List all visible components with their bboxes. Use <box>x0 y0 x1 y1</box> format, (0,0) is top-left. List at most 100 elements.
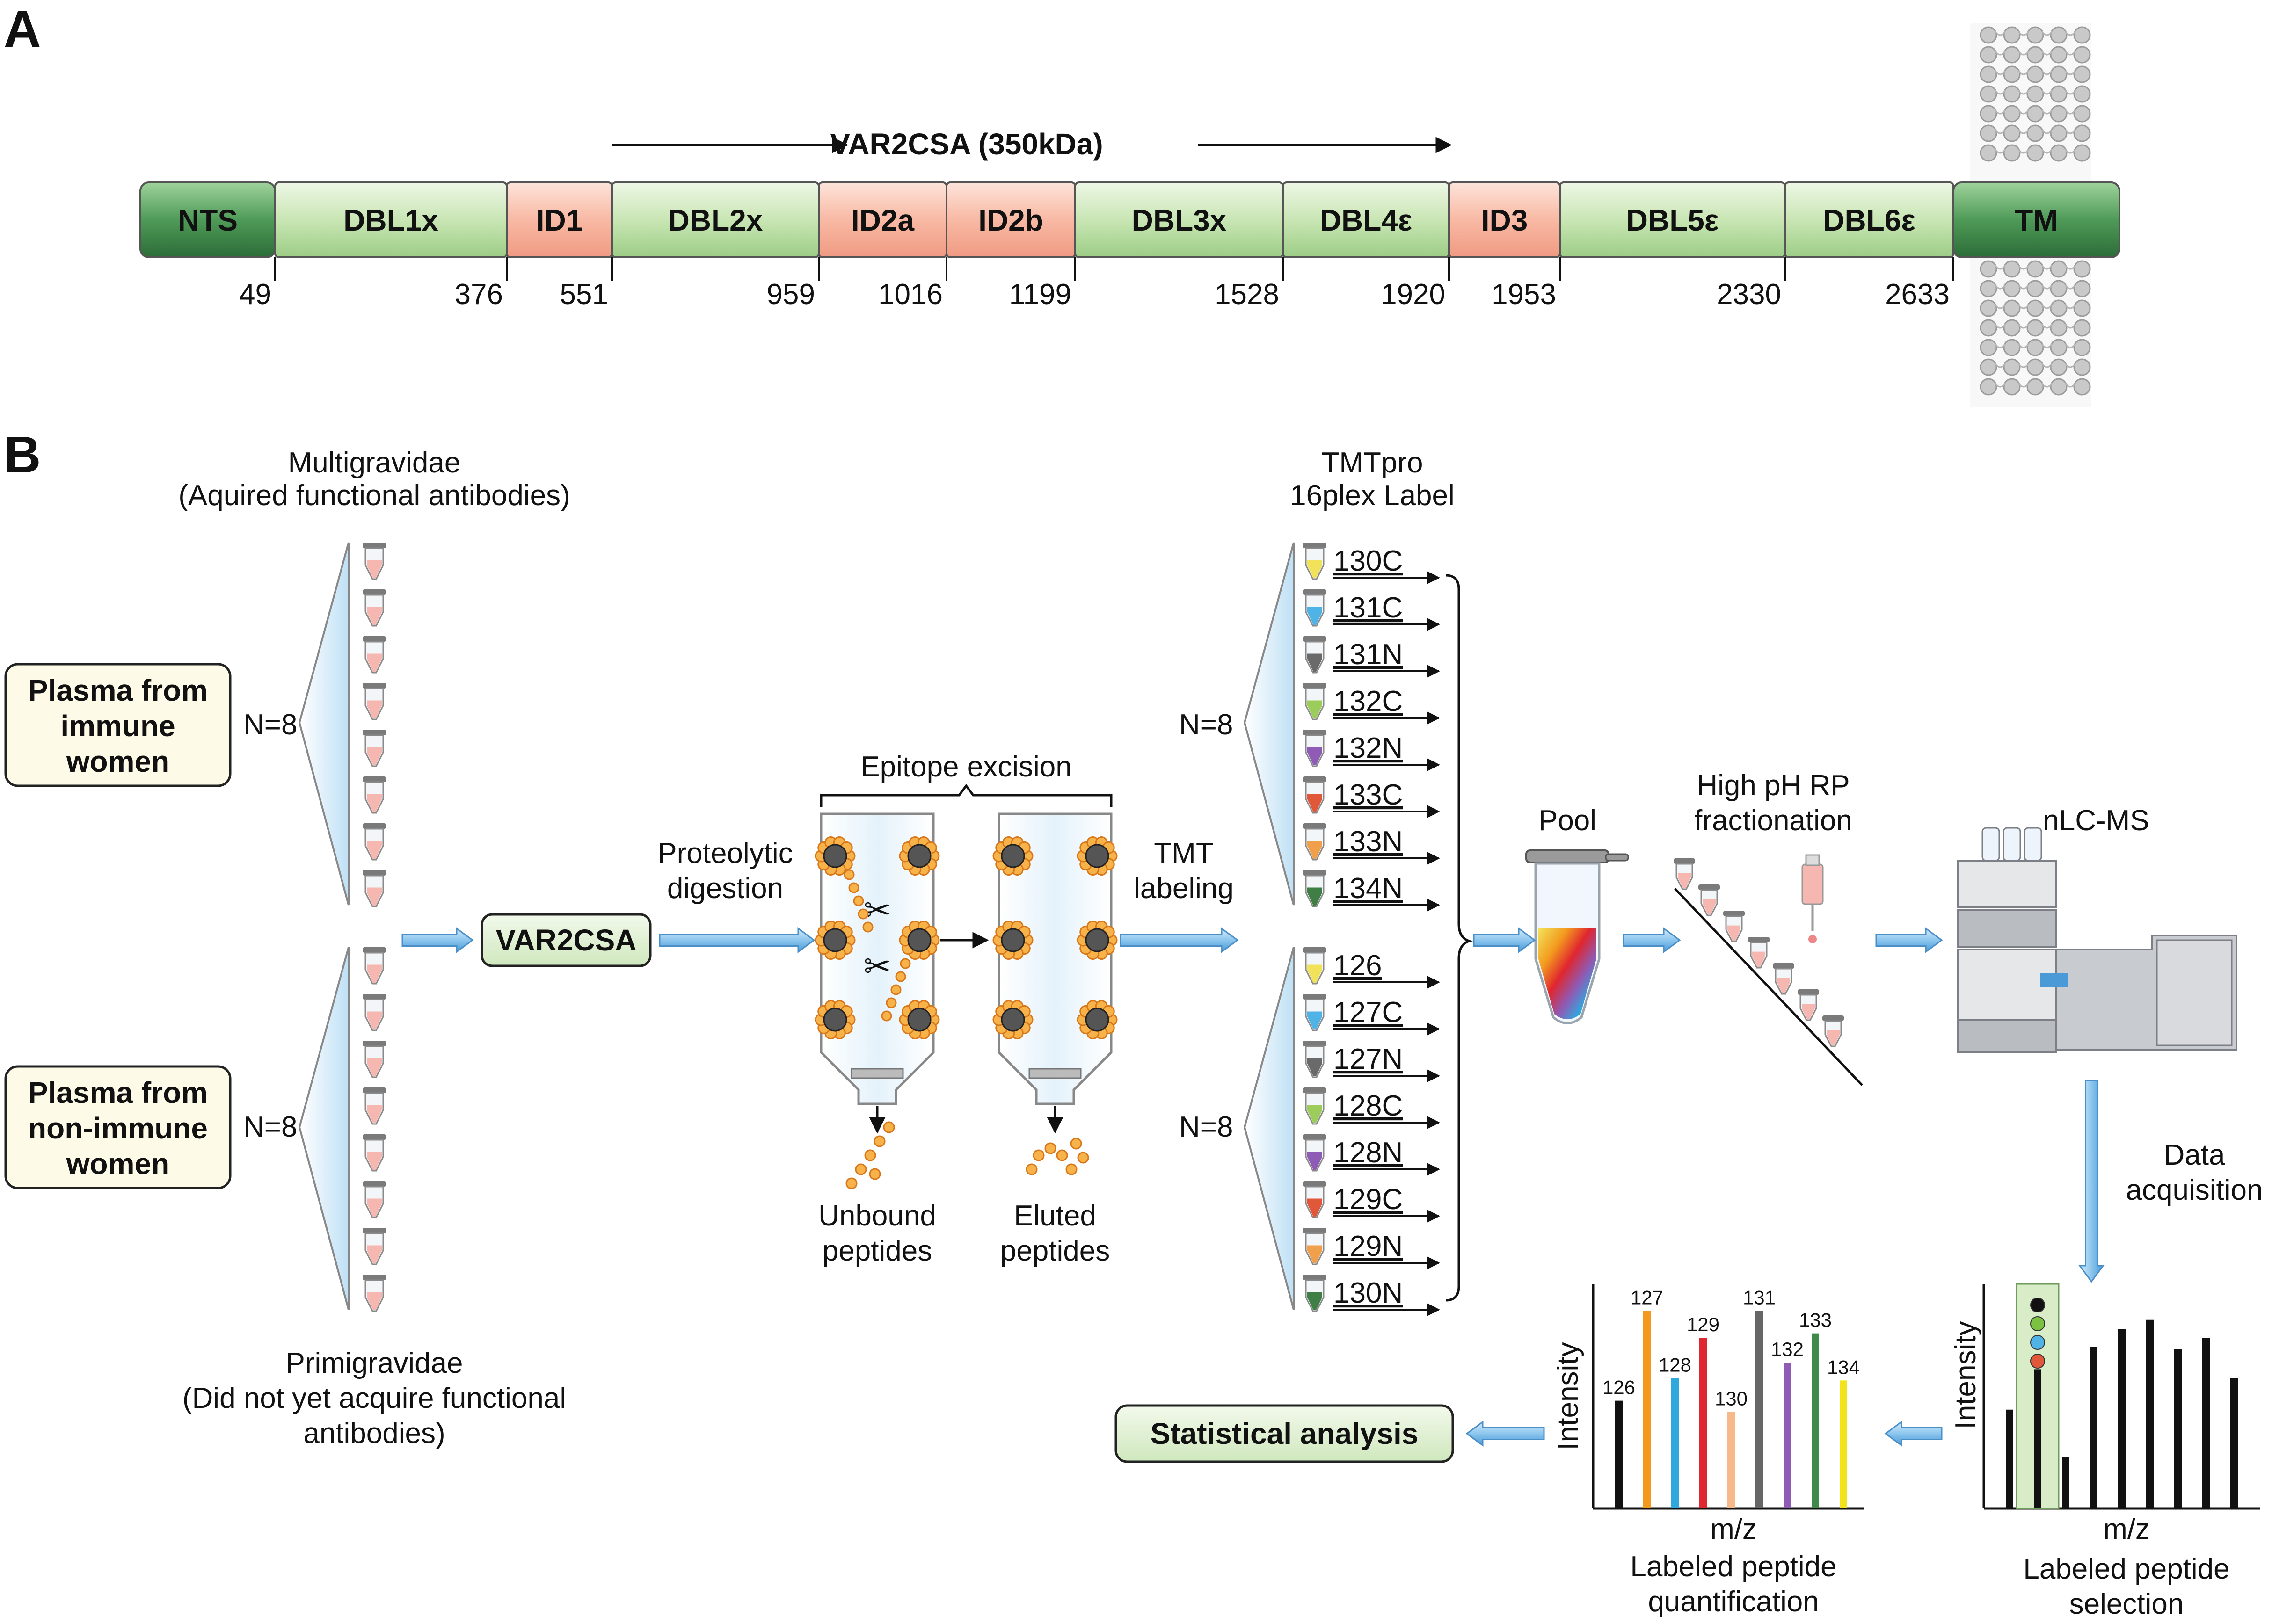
lipid-tail <box>2064 149 2076 154</box>
lipid-head <box>2073 85 2091 103</box>
proteolytic-line1: Proteolytic <box>657 837 793 870</box>
resin-bead <box>823 1008 847 1032</box>
ms-source <box>2040 973 2068 987</box>
position-label: 376 <box>455 278 503 311</box>
tube-cap <box>363 1275 386 1280</box>
lipid-tail <box>2017 51 2030 56</box>
lipid-tail <box>2017 304 2030 309</box>
select-caption-line2: selection <box>2069 1588 2184 1620</box>
eluted-line2: peptides <box>1000 1235 1110 1267</box>
lipid-head <box>2026 299 2044 317</box>
selection-spectrum <box>1982 1283 2260 1510</box>
nonimmune-box-line3: women <box>66 1147 169 1181</box>
tube-cap <box>1698 884 1720 890</box>
free-peptide <box>848 882 859 893</box>
lipid-tail <box>1994 304 2006 309</box>
primigravidae-sub-line2: antibodies) <box>303 1417 445 1450</box>
lipid-head <box>1980 85 1997 103</box>
position-label: 2633 <box>1885 278 1950 311</box>
tube-cap <box>1303 1088 1326 1093</box>
immune-fan <box>298 542 350 906</box>
lipid-head <box>2073 280 2091 297</box>
domain-label: NTS <box>178 203 238 237</box>
eluted-peptide <box>1044 1142 1056 1154</box>
bead-icon <box>899 1000 940 1040</box>
process-arrow <box>1623 927 1681 953</box>
tube-icon <box>1303 683 1326 720</box>
tube-liquid <box>1703 899 1716 914</box>
panel-b-letter: B <box>4 426 41 484</box>
tube-liquid <box>1307 607 1322 625</box>
tube-cap <box>363 947 386 953</box>
statistical-analysis-label: Statistical analysis <box>1151 1417 1419 1450</box>
free-peptide <box>890 984 902 995</box>
unbound-peptide <box>845 1177 858 1189</box>
solvent-bottle <box>2003 827 2021 862</box>
resin-bead <box>823 928 847 952</box>
lipid-head <box>1980 358 1997 376</box>
lipid-tail <box>1994 343 2006 348</box>
eluted-peptide <box>1070 1138 1082 1150</box>
position-label: 49 <box>239 278 271 311</box>
lipid-head <box>2050 144 2068 162</box>
tmt-labeling-line1: TMT <box>1154 837 1213 870</box>
epitope-excision-label: Epitope excision <box>860 751 1072 783</box>
tube-cap <box>363 994 386 1000</box>
lipid-head <box>2026 26 2044 44</box>
tube-liquid <box>367 560 382 578</box>
lipid-tail <box>2064 109 2076 115</box>
pool-label: Pool <box>1538 805 1596 837</box>
tmt-top-n-label: N=8 <box>1179 709 1233 741</box>
tube-liquid <box>1307 1011 1322 1030</box>
lipid-tail <box>2041 343 2053 348</box>
tmt-label-top: 132N <box>1333 732 1403 764</box>
eluted-peptide <box>1077 1152 1089 1164</box>
tube-cap <box>363 589 386 595</box>
lc-module <box>1957 1019 2057 1053</box>
lipid-tail <box>2017 31 2030 36</box>
tube-liquid <box>367 887 382 906</box>
bead-icon <box>1077 836 1118 876</box>
ms-panel <box>2156 939 2233 1046</box>
bead-icon <box>815 836 856 876</box>
tube-liquid <box>1307 1198 1322 1217</box>
epitope-bracket <box>820 783 1113 807</box>
tube-cap <box>363 776 386 782</box>
bead-icon <box>899 920 940 960</box>
process-arrow <box>401 927 474 953</box>
tube-liquid <box>367 747 382 765</box>
domain-label: ID2b <box>978 203 1043 237</box>
tube-cap <box>1303 1041 1326 1046</box>
proteolytic-line2: digestion <box>667 872 783 905</box>
lipid-head <box>1980 105 1997 123</box>
process-arrow-left <box>1465 1421 1545 1447</box>
affinity-columns: ✂✂ <box>815 812 1118 1189</box>
select-ylabel: Intensity <box>1950 1321 1982 1429</box>
tube-cap <box>1303 994 1326 1000</box>
position-label: 551 <box>560 278 608 311</box>
tube-cap <box>1303 1228 1326 1233</box>
lipid-tail <box>2041 129 2053 134</box>
reporter-peak-label: 132 <box>1771 1338 1804 1360</box>
lipid-tail <box>2017 149 2030 154</box>
tmt-bottom-n-label: N=8 <box>1179 1111 1233 1143</box>
lipid-tail <box>2017 109 2030 115</box>
tube-icon <box>1303 1041 1326 1078</box>
tmt-label-top: 133N <box>1333 826 1403 858</box>
lipid-tail <box>1994 265 2006 270</box>
tube-cap <box>1303 1275 1326 1280</box>
lipid-tail <box>2064 304 2076 309</box>
membrane-bilayer-icon <box>1970 23 2091 407</box>
tube-icon <box>363 823 386 861</box>
lipid-head <box>2050 260 2068 278</box>
process-arrow <box>1120 927 1239 953</box>
eluted-line1: Eluted <box>1014 1200 1096 1232</box>
tmt-label-top: 134N <box>1333 872 1403 905</box>
bead-icon <box>992 1000 1034 1040</box>
lipid-head <box>1980 260 1997 278</box>
lipid-head <box>2003 260 2021 278</box>
lipid-tail <box>2017 129 2030 134</box>
tube-liquid <box>1307 560 1322 578</box>
lipid-tail <box>2064 70 2076 75</box>
tube-icon <box>1303 1228 1326 1265</box>
